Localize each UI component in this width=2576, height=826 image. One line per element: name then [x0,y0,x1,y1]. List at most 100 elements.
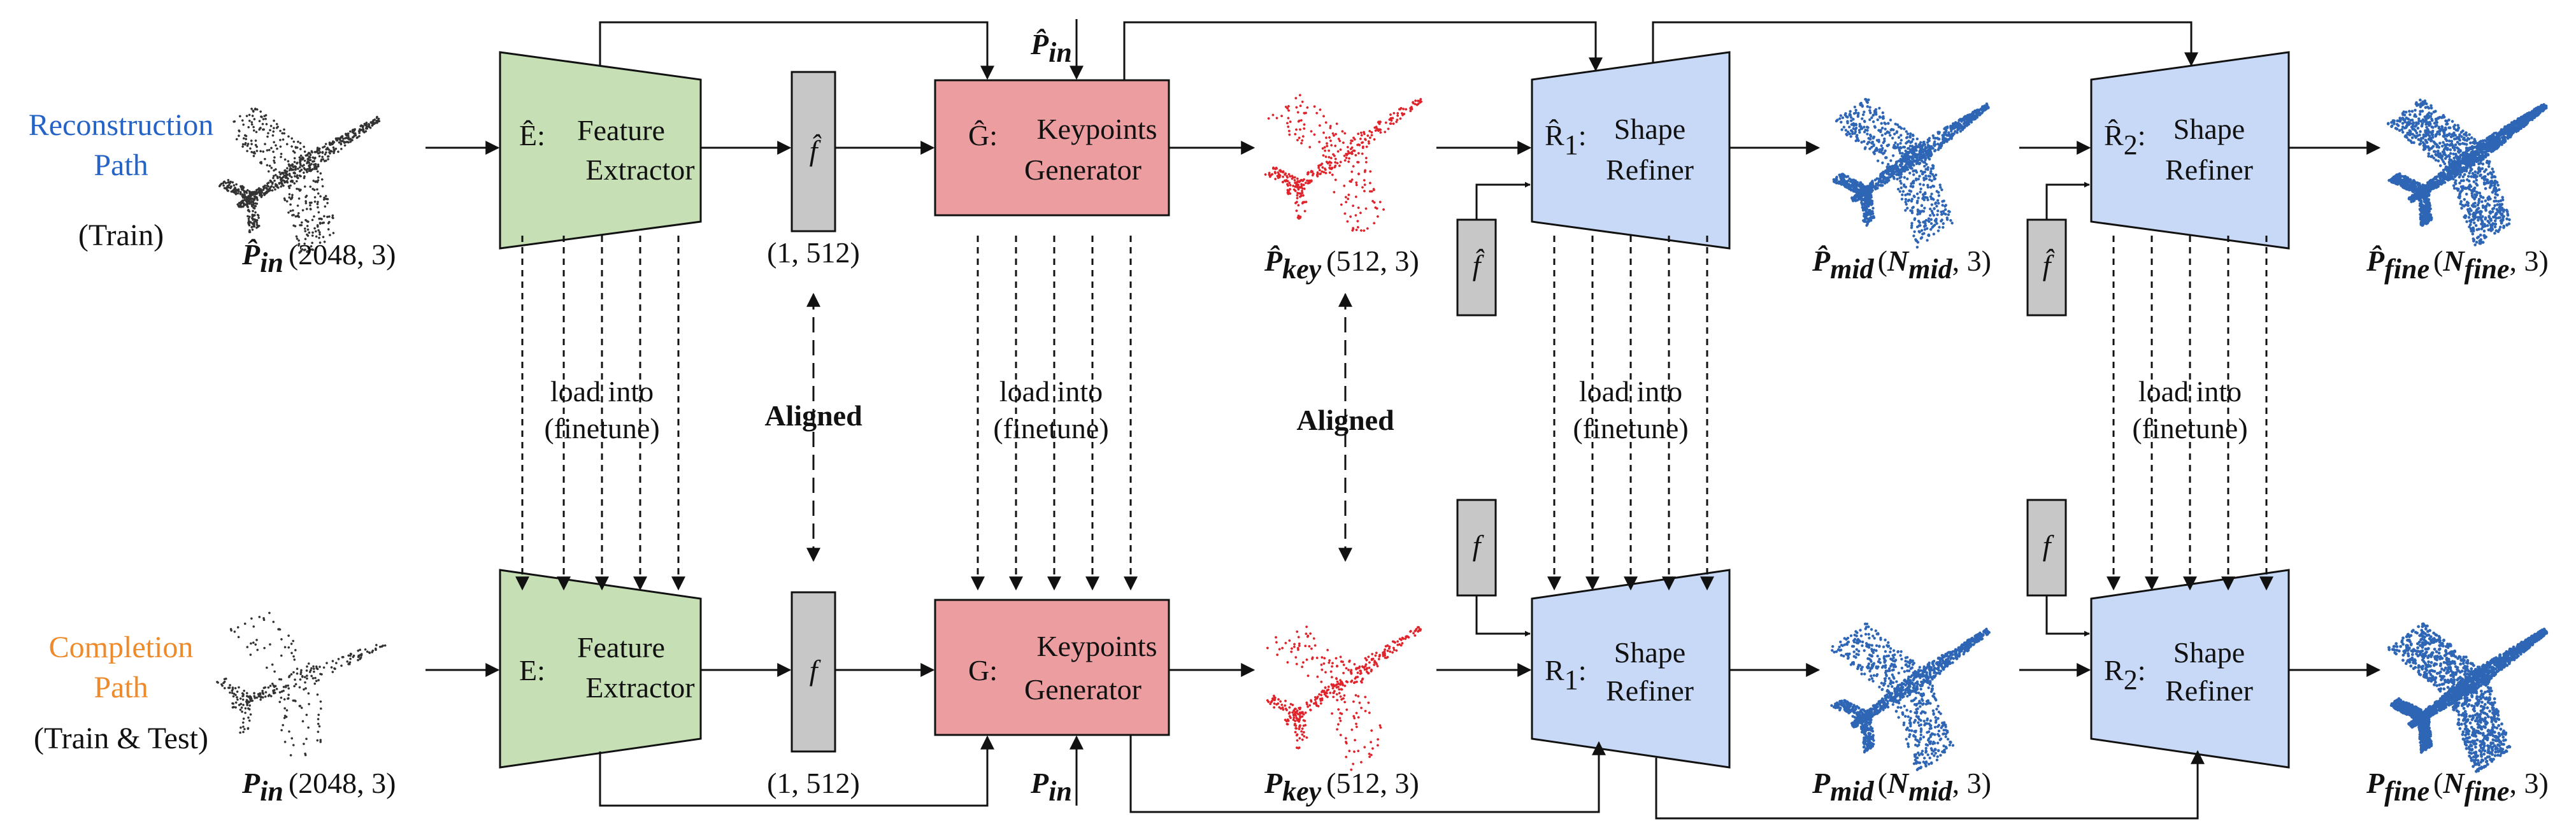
cloud-point [294,225,297,227]
cloud-point [1931,709,1935,713]
cloud-point [1325,692,1328,695]
cloud-point [310,245,313,248]
cloud-point [1912,234,1915,238]
cloud-point [1900,666,1904,670]
cloud-point [309,208,312,211]
cloud-point [248,215,251,218]
cloud-point [290,643,293,645]
cloud-point [1928,757,1931,760]
cloud-point [312,667,315,670]
cloud-point [1363,179,1366,182]
cloud-point [247,143,250,145]
cloud-point [303,185,306,188]
cloud-point [376,122,378,124]
cloud-point [249,713,252,716]
cloud-point [1324,149,1326,152]
cloud-point [261,696,264,699]
cloud-point [1859,629,1862,632]
cloud-point [244,143,247,146]
cloud-point [310,667,313,670]
cloud-point [242,717,245,720]
cloud-point [338,141,341,144]
cloud-point [1322,690,1326,692]
cloud-point [248,200,250,203]
cloud-point [242,725,245,728]
cloud-point [1303,735,1306,738]
cloud-point [1296,719,1299,722]
cloud-point [313,150,317,153]
cloud-point [376,115,378,118]
cloud-point [259,110,262,113]
cloud-point [1286,189,1289,192]
cloud-point [1900,139,1903,142]
cloud-point [318,236,320,239]
cloud-point [1399,644,1403,647]
cloud-point [1848,132,1851,136]
cloud-point [1318,140,1321,143]
cloud-point [251,115,254,117]
cloud-point [243,622,247,625]
cloud-point [1918,666,1922,669]
cloud-point [1317,166,1320,169]
cloud-point [1348,152,1351,155]
cloud-point [307,662,310,665]
cloud-point [1335,693,1338,696]
cloud-point [316,225,319,228]
cloud-point [1310,171,1313,173]
completion-title-line2: Path [94,671,148,704]
cloud-point [240,702,243,706]
cloud-point [262,692,265,695]
cloud-point [323,215,326,218]
cloud-point [317,179,320,182]
cloud-point [233,191,236,194]
cloud-point [1310,647,1313,650]
airplane-mid-cloud-bottom [1830,622,1991,771]
cloud-point [289,203,292,206]
cloud-point [1343,685,1347,687]
cloud-point [1399,108,1402,111]
cloud-point [1323,146,1326,149]
cloud-point [1305,625,1308,629]
cloud-point [1309,709,1312,711]
cloud-point [1345,156,1348,159]
cloud-point [305,208,308,210]
cloud-point [344,137,347,139]
cloud-point [1298,180,1301,183]
cloud-point [1889,650,1892,653]
cloud-point [1288,706,1291,709]
cloud-point [248,231,252,234]
cloud-point [1930,203,1934,206]
cloud-point [266,184,269,187]
cloud-point [259,693,262,695]
cloud-point [1409,108,1412,111]
cloud-point [307,157,310,160]
cloud-point [319,741,322,743]
cloud-point [1306,634,1310,637]
cloud-point [272,186,275,189]
cloud-point [1344,737,1347,740]
cloud-point [1294,656,1298,659]
cloud-point [264,686,267,689]
cloud-point [1282,708,1285,711]
cloud-point [1330,683,1333,686]
cloud-point [1292,709,1296,712]
cloud-point [1343,154,1346,157]
cloud-point [1355,676,1357,679]
cloud-point [242,123,245,126]
cloud-point [1360,760,1363,764]
cloud-point [262,185,265,189]
cloud-point [275,185,277,187]
cloud-point [359,648,361,652]
cloud-point [250,143,253,145]
cloud-point [299,678,302,681]
cloud-point [1370,659,1373,661]
cloud-point [1917,721,1920,724]
cloud-point [254,214,256,217]
cloud-point [233,630,236,633]
cloud-point [1354,739,1356,742]
cloud-point [252,625,255,628]
cloud-point [267,182,270,184]
cloud-point [1409,110,1412,113]
cloud-point [1286,122,1289,125]
cloud-point [1350,669,1353,672]
